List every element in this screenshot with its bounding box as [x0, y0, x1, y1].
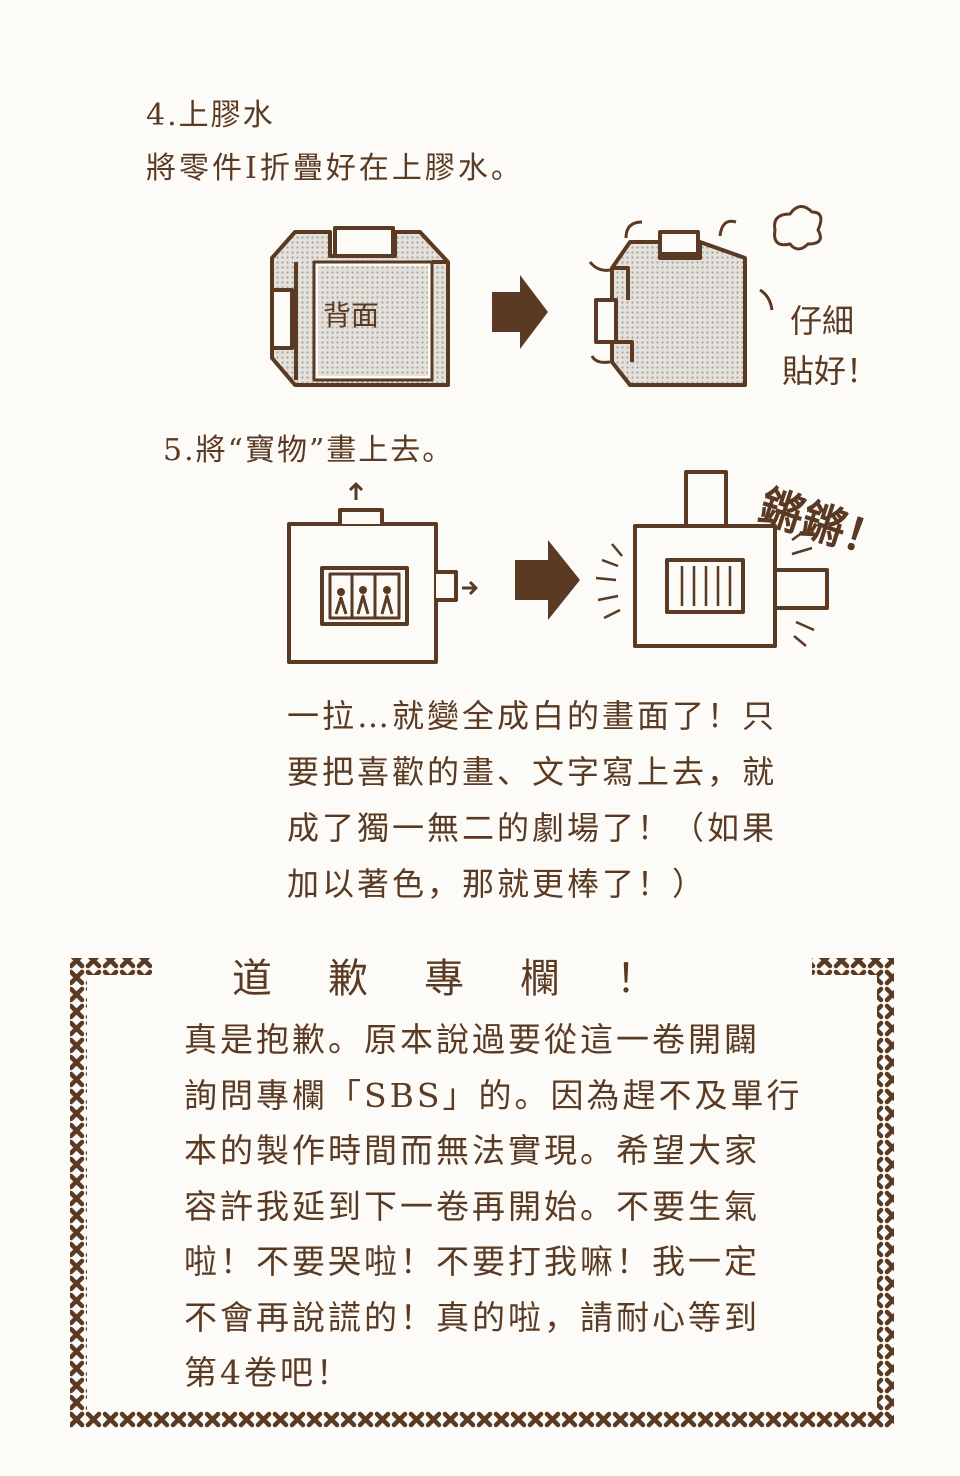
apology-body: 真是抱歉。原本說過要從這一卷開闢 詢問專欄「SBS」的。因為趕不及單行 本的製作… — [184, 1012, 802, 1401]
apology-line: 容許我延到下一卷再開始。不要生氣 — [184, 1186, 760, 1226]
apology-line: 詢問專欄「SBS」的。因為趕不及單行 — [184, 1075, 803, 1115]
arrow-right-icon-2 — [515, 540, 580, 620]
paragraph-line: 一拉…就變全成白的畫面了！只 — [287, 697, 778, 735]
step4-description: 將零件Ⅰ折疊好在上膠水。 — [146, 151, 524, 186]
apology-title: 道 歉 專 欄 ！ — [232, 946, 692, 1004]
paragraph-line: 成了獨一無二的劇場了！（如果 — [287, 809, 778, 847]
title-char: 欄 — [520, 956, 564, 1002]
title-char: 道 — [232, 956, 276, 1002]
note-line2: 貼好！ — [782, 352, 879, 390]
apology-line: 不會再說謊的！真的啦，請耐心等到 — [184, 1297, 760, 1337]
curved-arrow-icons — [588, 219, 774, 364]
step5-paragraph: 一拉…就變全成白的畫面了！只 要把喜歡的畫、文字寫上去，就 成了獨一無二的劇場了… — [287, 688, 777, 912]
apology-line: 第4卷吧！ — [184, 1353, 352, 1392]
note-line1: 仔細 — [790, 302, 855, 340]
title-char: ！ — [616, 956, 660, 1002]
paragraph-line: 加以著色，那就更棒了！） — [287, 865, 708, 903]
apology-line: 真是抱歉。原本說過要從這一卷開闢 — [184, 1020, 760, 1059]
puff-icon — [773, 205, 823, 251]
apology-line: 啦！不要哭啦！不要打我嘛！我一定 — [184, 1242, 760, 1281]
title-char: 專 — [424, 956, 468, 1002]
title-char: 歉 — [328, 956, 372, 1002]
arrow-right-icon — [492, 275, 548, 349]
step5-title: 5.將“寶物”畫上去。 — [163, 433, 455, 468]
apology-line: 本的製作時間而無法實現。希望大家 — [184, 1131, 760, 1170]
step4-title: 4.上膠水 — [146, 98, 275, 133]
paragraph-line: 要把喜歡的畫、文字寫上去，就 — [287, 753, 778, 791]
back-label: 背面 — [323, 299, 380, 332]
motion-lines-icon — [595, 528, 815, 647]
folded-box-back — [270, 226, 450, 387]
glued-box — [594, 230, 747, 387]
theater-window — [320, 566, 409, 626]
